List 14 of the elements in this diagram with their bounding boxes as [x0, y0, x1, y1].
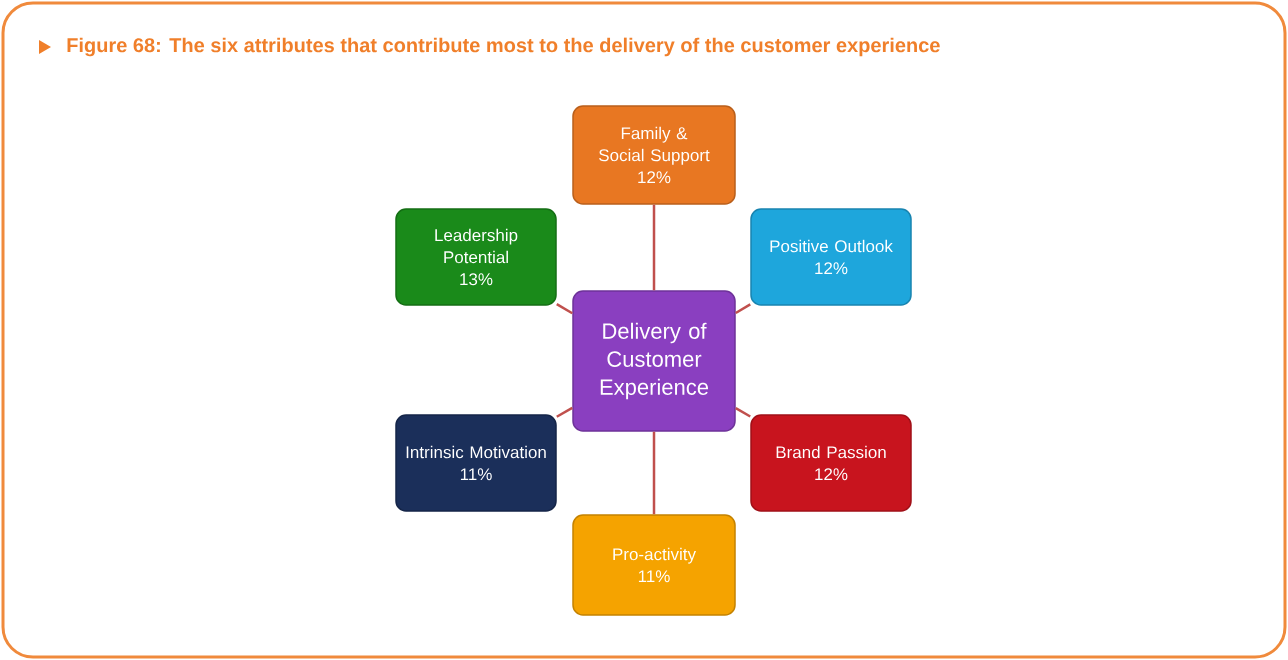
attribute-box: Positive Outlook 12%: [750, 208, 912, 306]
connector-line: [652, 431, 656, 515]
hub-box: Delivery of Customer Experience: [572, 290, 736, 432]
attribute-box: Brand Passion 12%: [750, 414, 912, 512]
attribute-box: Pro-activity 11%: [572, 514, 736, 616]
attribute-box: Leadership Potential 13%: [395, 208, 557, 306]
attribute-box: Intrinsic Motivation 11%: [395, 414, 557, 512]
figure-title: Figure 68: The six attributes that contribute most to the delivery of the customer experience: [67, 37, 940, 57]
connector-line: [735, 303, 751, 315]
connector-line: [556, 406, 573, 418]
attribute-box: Family & Social Support 12%: [572, 105, 736, 205]
connector-line: [735, 407, 751, 418]
connector-line: [556, 303, 573, 315]
connector-line: [652, 204, 656, 291]
